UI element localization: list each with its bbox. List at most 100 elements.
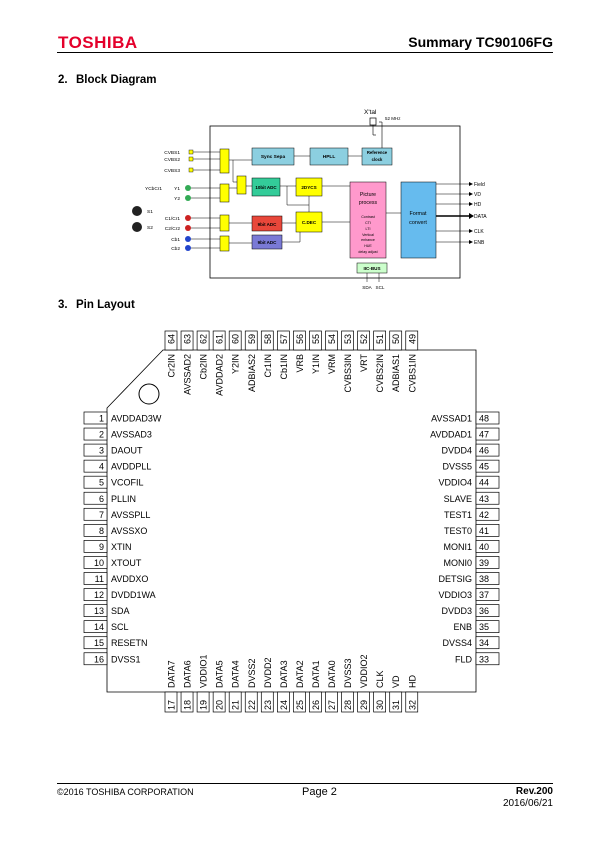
block-diagram: X'tal 52 MHz CVBS1 CVBS2 CVBS3 YCbCr1 Y1… [132,109,487,290]
pin-number-15: 15 [94,638,104,648]
pin-name-59: ADBIAS2 [247,354,257,392]
output-data: DATA [436,213,487,220]
pin-number-50: 50 [391,334,401,344]
pin-number-8: 8 [99,526,104,536]
pin-name-48: AVSSAD1 [431,414,472,424]
pin-name-47: AVDDAD1 [430,430,472,440]
pin-name-43: SLAVE [444,494,472,504]
footer-rule [57,783,553,784]
pin-box-55 [309,330,322,351]
pin-number-48: 48 [479,414,489,424]
adc-9bit-a-block: 9bit ADC [251,215,283,232]
section-pin-layout-heading: 3. Pin Layout [58,299,135,311]
pin-number-10: 10 [94,558,104,568]
pin-number-28: 28 [343,700,353,710]
svg-text:ENB: ENB [474,240,485,246]
pin-number-62: 62 [199,334,209,344]
pin-box-44 [475,475,500,489]
svg-text:HUE: HUE [364,244,372,248]
iic-bus-block: IIC-BUS [356,262,388,274]
input-cb2: Cb2 [171,245,220,252]
svg-text:CTI: CTI [365,221,371,225]
pin-name-54: VRM [327,354,337,374]
input-s2: S2 [132,222,153,232]
iic-sda-label: SDA [362,285,372,290]
svg-text:9bit ADC: 9bit ADC [258,240,278,245]
svg-text:Vertical: Vertical [362,233,374,237]
pin-name-7: AVSSPLL [111,510,150,520]
pin-number-56: 56 [295,334,305,344]
pin-box-49 [405,330,419,351]
pin-box-15 [83,636,108,650]
pin-number-41: 41 [479,526,489,536]
pin-name-64: Cr2IN [167,354,177,378]
format-convert-block: Format convert [400,181,437,259]
pin-box-10 [83,556,108,569]
pin-box-61 [212,330,226,351]
pin-number-11: 11 [95,574,104,584]
svg-text:Y1: Y1 [174,186,180,192]
pin-name-11: AVDDXO [111,574,148,584]
pin-box-7 [83,507,108,521]
pin-name-8: AVSSXO [111,526,147,536]
svg-text:9bit ADC: 9bit ADC [258,222,278,227]
pin-name-61: AVDDAD2 [215,354,225,396]
mux-ycvbs [236,175,247,195]
pin-box-43 [475,491,500,505]
section-number: 3. [58,299,68,311]
section-title: Pin Layout [76,299,135,311]
svg-text:10bit ADC: 10bit ADC [255,185,277,190]
pin-number-53: 53 [343,334,353,344]
pin-name-45: DVSS5 [442,462,472,472]
pin-name-23: DVDD2 [263,657,273,688]
pin-box-1 [83,411,108,425]
pin-name-12: DVDD1WA [111,590,156,600]
mux-cb [219,235,230,252]
pin-name-42: TEST1 [444,510,472,520]
svg-text:Cb1: Cb1 [171,237,180,243]
pin-number-46: 46 [479,446,489,456]
pin-number-9: 9 [99,542,104,552]
footer-page: Page 2 [302,786,337,798]
pin-name-1: AVDDAD3W [111,414,162,424]
pin-number-19: 19 [199,700,209,710]
pin-name-3: DAOUT [111,446,143,456]
pin-number-42: 42 [479,510,489,520]
pin-number-22: 22 [247,700,257,710]
pin-name-63: AVSSAD2 [183,354,193,395]
pin1-marker [138,383,160,405]
pin-name-44: VDDIO4 [438,478,472,488]
pin-name-19: VDDIO1 [199,654,209,688]
pin-number-34: 34 [479,638,489,648]
pin-number-27: 27 [327,700,337,710]
pin-box-46 [475,443,500,457]
picture-process-block: Picture process Contrast CTI LTI Vertica… [349,181,387,259]
pin-number-45: 45 [479,462,489,472]
pin-box-25 [293,691,306,713]
mux-cvbs [219,148,230,174]
svg-text:delay adjust: delay adjust [358,250,377,254]
pin-box-34 [475,636,500,650]
pin-name-62: Cb2IN [199,354,209,380]
pin-name-37: VDDIO3 [438,590,472,600]
section-block-diagram-heading: 2.Block Diagram [58,74,157,86]
pin-box-48 [475,411,500,425]
output-field: Field [436,182,485,188]
output-enb: ENB [436,240,485,246]
pin-name-6: PLLIN [111,494,136,504]
pin-name-53: CVBS3IN [343,354,353,393]
svg-text:process: process [359,200,378,206]
pin-number-18: 18 [183,700,193,710]
svg-text:HPLL: HPLL [323,154,336,160]
pin-box-19 [196,691,210,713]
pin-number-40: 40 [479,542,489,552]
pin-name-2: AVSSAD3 [111,430,152,440]
pin-number-64: 64 [167,334,177,344]
svg-text:CLK: CLK [474,229,484,235]
sync-sepa-block: Sync Sepa [251,147,295,166]
output-vd: VD [436,192,481,198]
pin-box-35 [475,620,500,634]
svg-text:Cb2: Cb2 [171,246,180,252]
pin-box-57 [277,330,290,351]
pin-number-59: 59 [247,334,257,344]
